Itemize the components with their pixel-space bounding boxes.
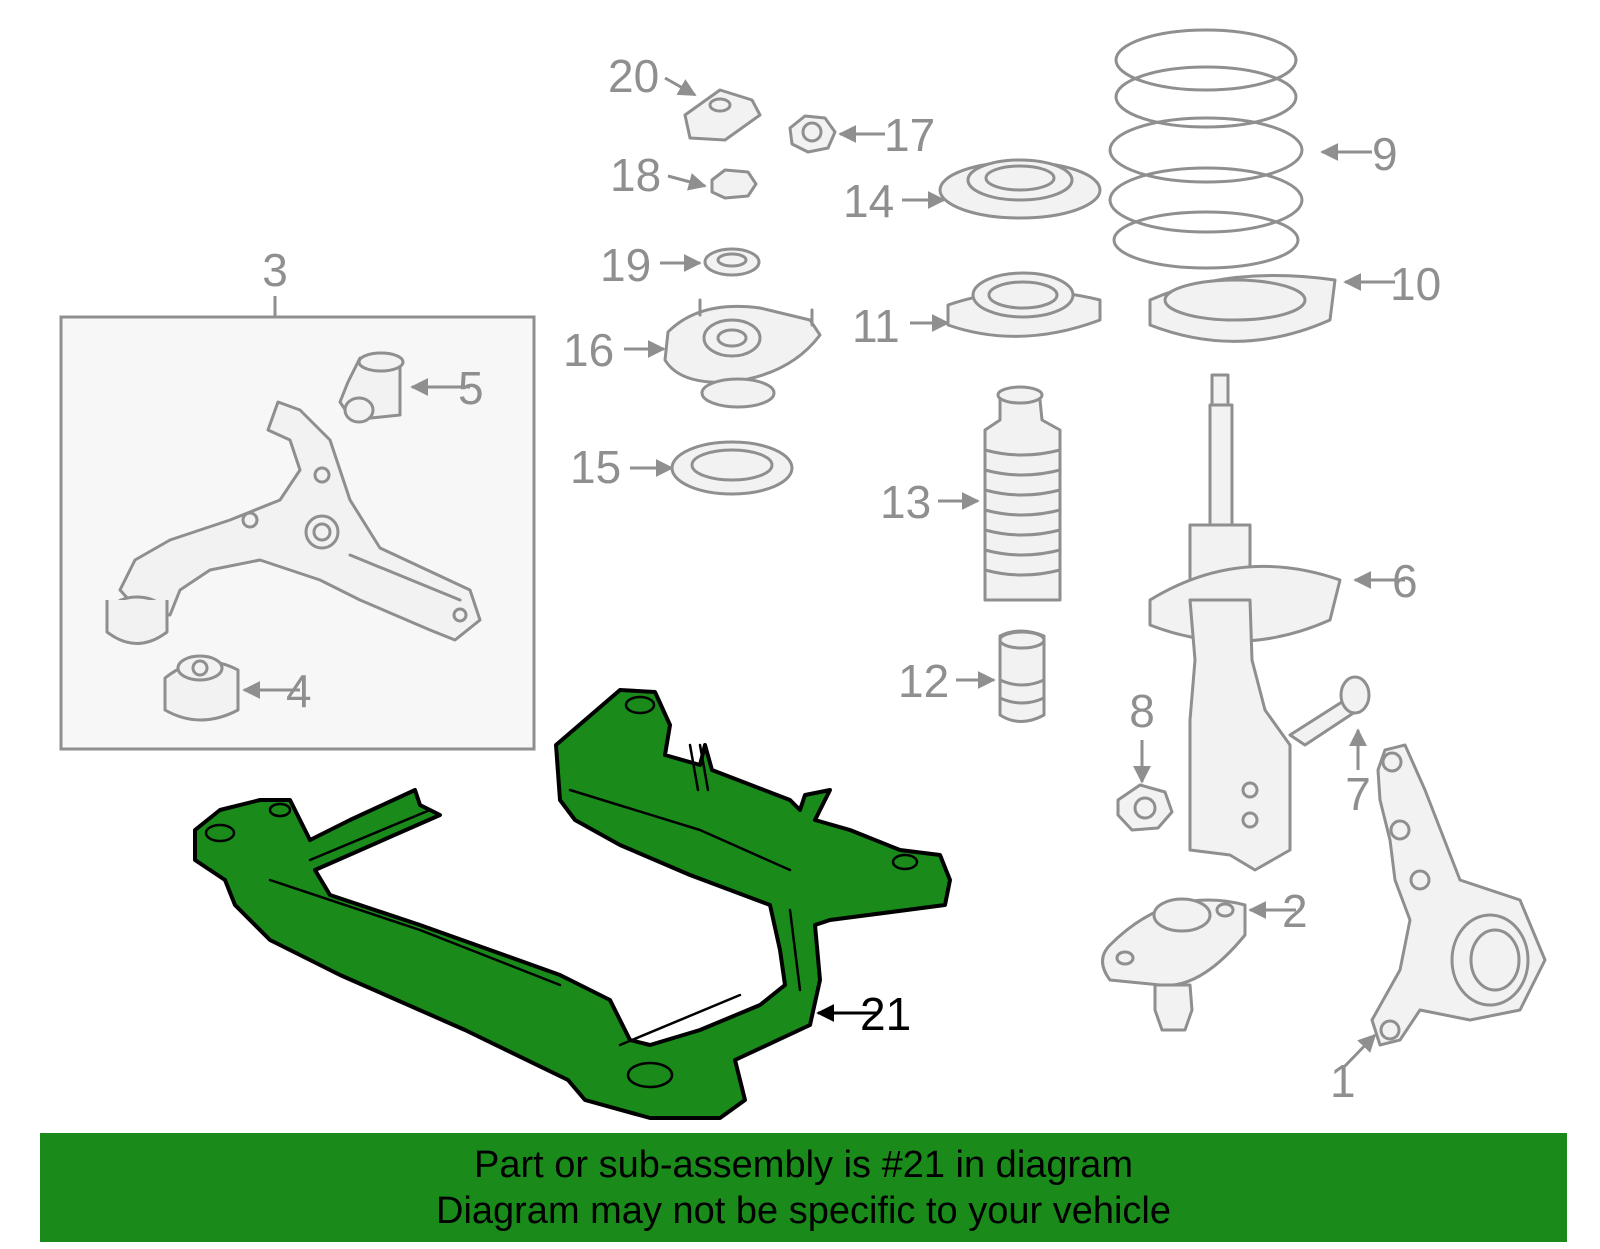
callout-19: 19: [600, 239, 651, 291]
bearing-part-11: 11: [852, 271, 1102, 352]
callout-10: 10: [1390, 258, 1441, 310]
coil-spring-part-9: 9: [1108, 28, 1398, 270]
callout-7: 7: [1345, 768, 1371, 820]
callout-18: 18: [610, 149, 661, 201]
strut-assembly-part-6: 6: [1148, 373, 1418, 872]
callout-11: 11: [852, 300, 900, 352]
callout-16: 16: [563, 324, 614, 376]
ball-joint-part-2: 2: [1101, 885, 1308, 1032]
info-banner: Part or sub-assembly is #21 in diagram D…: [40, 1133, 1567, 1242]
strut-mount-part-16: 16: [563, 298, 822, 409]
callout-4: 4: [286, 665, 312, 717]
bushing-part-5: 5: [338, 351, 484, 424]
seat-part-15: 15: [570, 440, 794, 496]
nut-part-8: 8: [1116, 685, 1174, 832]
callout-12: 12: [898, 655, 949, 707]
callout-8: 8: [1129, 685, 1155, 737]
dust-boot-part-13: 13: [880, 385, 1062, 602]
callout-15: 15: [570, 441, 621, 493]
banner-line-1: Part or sub-assembly is #21 in diagram: [474, 1143, 1133, 1186]
nut-part-17: 17: [788, 109, 935, 161]
callout-13: 13: [880, 476, 931, 528]
bump-stop-part-12: 12: [898, 629, 1046, 723]
callout-1: 1: [1330, 1055, 1356, 1107]
subframe-crossmember-part-21: 21: [193, 688, 952, 1120]
callout-6: 6: [1392, 555, 1418, 607]
banner-line-2: Diagram may not be specific to your vehi…: [436, 1189, 1171, 1232]
nut-part-18: 18: [610, 149, 758, 201]
insulator-part-14: 14: [843, 158, 1102, 227]
callout-5: 5: [458, 362, 484, 414]
callout-20: 20: [608, 50, 659, 102]
callout-21: 21: [860, 988, 911, 1040]
washer-part-19: 19: [600, 239, 761, 291]
callout-9: 9: [1372, 128, 1398, 180]
callout-2: 2: [1282, 885, 1308, 937]
steering-knuckle-part-1: 1: [1330, 743, 1547, 1107]
spring-seat-part-10: 10: [1148, 258, 1441, 343]
callout-17: 17: [884, 109, 935, 161]
bolt-part-7: 7: [1288, 675, 1371, 820]
callout-3: 3: [262, 244, 288, 296]
bushing-part-4: 4: [163, 654, 312, 722]
lower-control-arm: [105, 400, 482, 645]
callout-14: 14: [843, 175, 894, 227]
cap-part-20: 20: [608, 50, 762, 142]
